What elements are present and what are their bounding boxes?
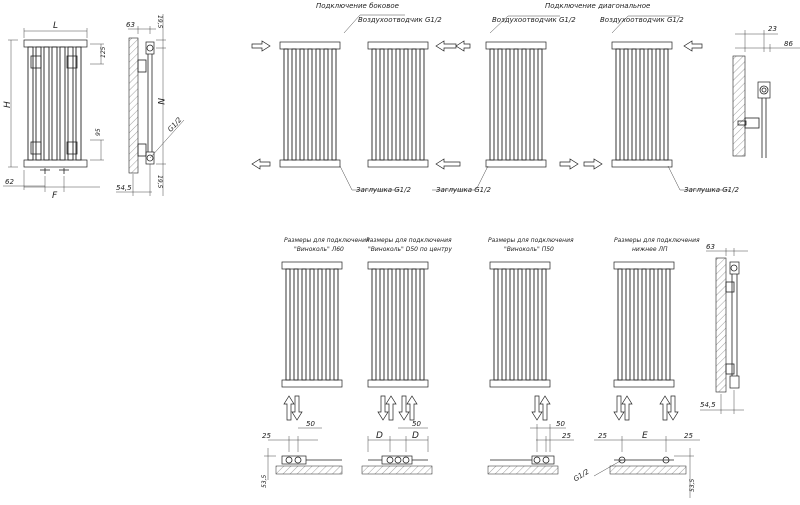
radiator-diagonal-1: Воздухоотводчик G1/2 Заглушка G1/2	[432, 15, 579, 194]
flow-in-arrow-2	[435, 40, 457, 52]
dim-25-c1: 25	[262, 432, 271, 440]
dim-19-5-top: 19,5	[156, 15, 163, 29]
dim-54-5-side-bottom: 54,5	[700, 401, 716, 409]
dim-86: 86	[784, 40, 793, 48]
dim-95: 95	[95, 128, 102, 136]
radiator-conn-1: 25 50 53,5	[261, 261, 343, 488]
label-air-vent-1: Воздухоотводчик G1/2	[358, 16, 442, 24]
radiator-conn-4: 25 E 25 G1/2 53,5	[572, 261, 700, 498]
dim-d-c2-a: D	[376, 431, 383, 441]
dim-50-c3: 50	[556, 420, 565, 428]
dim-25-c4-b: 25	[684, 432, 693, 440]
dim-23: 23	[768, 25, 777, 33]
dim-54-5-side: 54,5	[116, 184, 132, 192]
radiator-side-2: Воздухоотводчик G1/2 Заглушка G1/2	[339, 14, 471, 194]
wall-detail: 23 86	[732, 25, 800, 158]
dim-l: L	[53, 21, 58, 31]
caption-conn-3-b: "Виноколь" П50	[504, 246, 554, 253]
flow-out-arrow	[251, 158, 271, 170]
dim-125: 125	[100, 46, 107, 58]
radiator-conn-2: D D 50	[361, 261, 433, 475]
dim-50-c1: 50	[306, 420, 315, 428]
dim-25-c3: 25	[562, 432, 571, 440]
label-g12-c4: G1/2	[572, 467, 591, 483]
label-plug-1: Заглушка G1/2	[356, 186, 411, 194]
radiator-diagonal-2: Воздухоотводчик G1/2 Заглушка G1/2	[583, 15, 739, 194]
label-plug-3: Заглушка G1/2	[684, 186, 739, 194]
dim-d-c2-b: D	[412, 431, 419, 441]
flow-in-arrow-diag	[683, 40, 703, 52]
radiator-conn-3: 50 25	[487, 261, 574, 475]
label-plug-2: Заглушка G1/2	[436, 186, 491, 194]
dim-f: F	[52, 191, 58, 201]
flow-out-arrow-diag-2	[583, 158, 603, 170]
dim-25-c4-a: 25	[598, 432, 607, 440]
caption-conn-3-a: Размеры для подключения	[488, 237, 574, 244]
flow-out-arrow-2	[435, 158, 461, 170]
caption-conn-1-b: "Виноколь" Л60	[294, 246, 344, 253]
dim-53-5-c4: 53,5	[689, 478, 696, 492]
radiator-side-1	[251, 40, 341, 170]
dim-h: H	[3, 101, 13, 108]
dim-19-5-bottom: 19,5	[156, 175, 163, 189]
flow-out-arrow-diag-1	[559, 158, 579, 170]
caption-conn-4-a: Размеры для подключения	[614, 237, 700, 244]
side-view-bottom: 63 54,5	[700, 243, 748, 414]
side-view: 63 19,5 N 19,5 54,5 G1/2	[116, 14, 185, 196]
dim-53-5-c1: 53,5	[261, 474, 268, 488]
flow-in-arrow-3	[455, 40, 471, 52]
caption-conn-2-b: "Виноколь" D50 по центру	[368, 246, 452, 253]
front-view: L H 125 95 62 F	[3, 21, 107, 201]
dim-63-side-bottom: 63	[706, 243, 715, 251]
label-air-vent-3: Воздухоотводчик G1/2	[600, 16, 684, 24]
caption-diagonal-connection: Подключение диагональное	[545, 2, 650, 10]
dim-62: 62	[5, 178, 14, 186]
dim-50-c2: 50	[412, 420, 421, 428]
flow-in-arrow	[251, 40, 271, 52]
caption-conn-2-a: Размеры для подключения	[366, 237, 452, 244]
dim-e: E	[642, 431, 648, 441]
caption-side-connection: Подключение боковое	[316, 2, 399, 10]
caption-conn-1-a: Размеры для подключения	[284, 237, 370, 244]
dim-n: N	[155, 98, 165, 105]
dim-63-side: 63	[126, 21, 135, 29]
caption-conn-4-b: нижнее ЛП	[632, 246, 668, 253]
label-g12-side: G1/2	[166, 115, 183, 133]
label-air-vent-2: Воздухоотводчик G1/2	[492, 16, 576, 24]
